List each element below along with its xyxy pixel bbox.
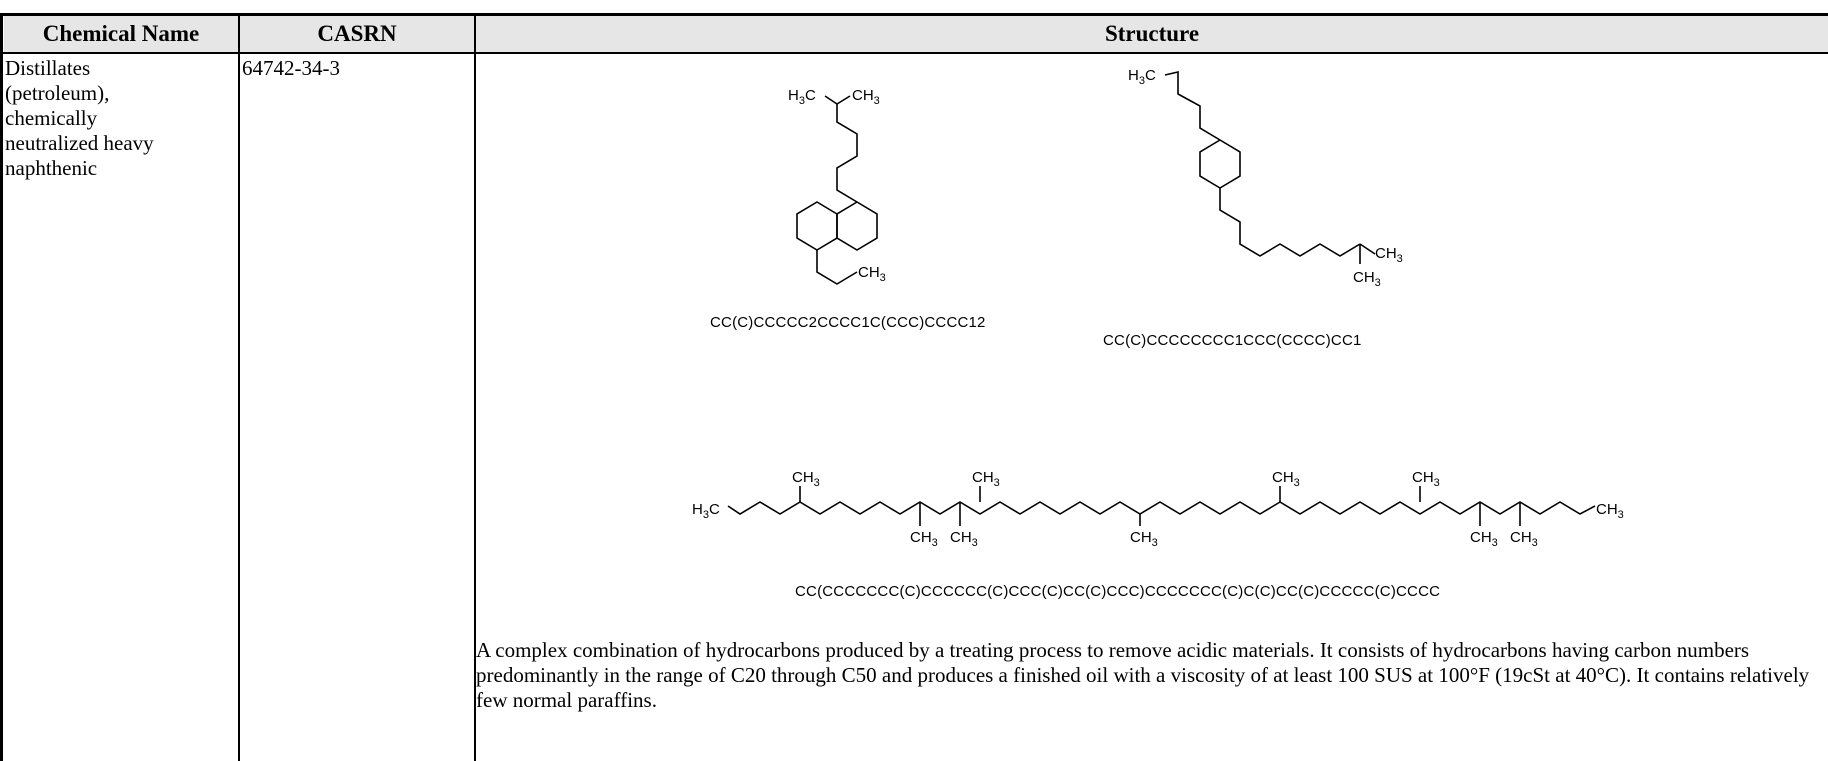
casrn-cell: 64742-34-3 (242, 56, 340, 81)
header-chemical-name: Chemical Name (4, 16, 238, 52)
structure-3-smiles: CC(CCCCCCC(C)CCCCCC(C)CCC(C)CC(C)CCC)CCC… (795, 583, 1441, 600)
structure-description: A complex combination of hydrocarbons pr… (476, 638, 1810, 712)
header-structure: Structure (476, 16, 1828, 52)
methyl-label: CH3 (972, 469, 1000, 489)
methyl-label: CH3 (1353, 269, 1381, 289)
methyl-label: CH3 (1510, 529, 1538, 549)
chemical-name-line: (petroleum), (5, 81, 110, 105)
methyl-label: CH3 (1470, 529, 1498, 549)
structure-2-drawing: H3C CH3 CH3 (1128, 67, 1403, 289)
header-casrn: CASRN (240, 16, 474, 52)
methyl-label: H3C (1128, 67, 1156, 87)
structure-1-smiles: CC(C)CCCCC2CCCC1C(CCC)CCCC12 (710, 314, 986, 331)
methyl-label: H3C (788, 87, 816, 107)
chemical-name-line: naphthenic (5, 156, 98, 180)
methyl-label: CH3 (1596, 501, 1624, 521)
table-left-border (0, 13, 3, 761)
header-structure-label: Structure (1104, 21, 1200, 46)
header-casrn-label: CASRN (317, 21, 397, 46)
structure-3-drawing: H3C CH3 CH3 CH3 CH3 CH3 CH3 CH3 CH3 CH3 … (692, 469, 1624, 549)
chemical-name-line: Distillates (5, 56, 91, 80)
chemical-name-line: chemically (5, 106, 98, 130)
methyl-label: CH3 (792, 469, 820, 489)
methyl-label: CH3 (910, 529, 938, 549)
methyl-label: CH3 (858, 264, 886, 284)
column-divider-2 (474, 13, 476, 761)
methyl-label: CH3 (852, 87, 880, 107)
header-chemical-name-label: Chemical Name (42, 21, 200, 46)
methyl-label: CH3 (1412, 469, 1440, 489)
header-bottom-border (0, 52, 1828, 54)
methyl-label: CH3 (950, 529, 978, 549)
methyl-label: CH3 (1130, 529, 1158, 549)
methyl-label: CH3 (1375, 245, 1403, 265)
chemical-name-cell: Distillates (petroleum), chemically neut… (5, 56, 235, 181)
methyl-label: H3C (692, 501, 720, 521)
casrn-value: 64742-34-3 (242, 56, 340, 80)
structure-2-smiles: CC(C)CCCCCCCC1CCC(CCCC)CC1 (1103, 332, 1362, 349)
methyl-label: CH3 (1272, 469, 1300, 489)
structure-1-drawing: H3C CH3 CH3 (788, 87, 886, 285)
column-divider-1 (238, 13, 240, 761)
chemical-name-line: neutralized heavy (5, 131, 154, 155)
table-top-border (0, 13, 1828, 16)
